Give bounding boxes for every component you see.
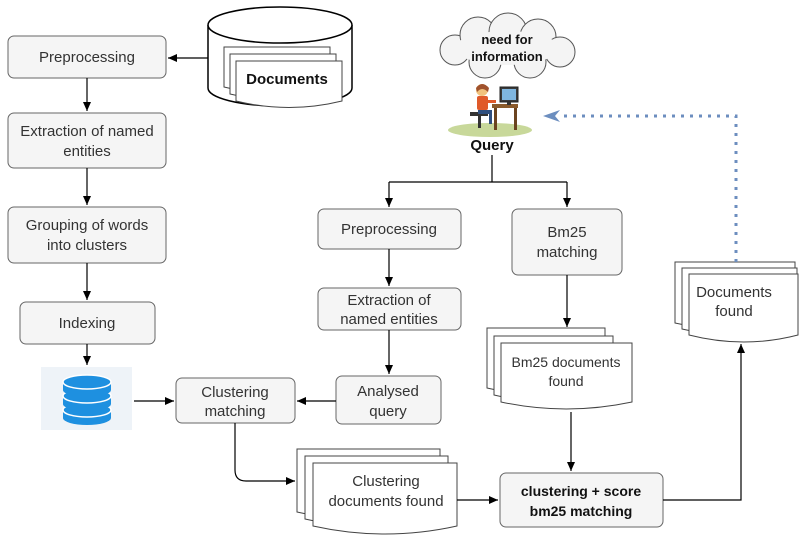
query-split-line <box>389 155 567 183</box>
bm25-matching-box <box>511 208 623 276</box>
database-stack-icon <box>41 367 132 430</box>
documents-found-line1: Documents <box>696 284 772 301</box>
combined-line1: clustering + score <box>521 483 641 499</box>
analysed-query-line2: query <box>369 403 407 420</box>
preprocessing-left-label: Preprocessing <box>39 49 135 66</box>
feedback-dotted-path <box>558 114 738 262</box>
connectors <box>83 54 745 504</box>
arrow-combined-to-documents-found <box>663 344 745 501</box>
bm25-matching-line1: Bm25 <box>547 224 586 241</box>
analysed-query-line1: Analysed <box>357 383 419 400</box>
preprocessing-middle-label: Preprocessing <box>341 221 437 238</box>
extraction-left-line1: Extraction of named <box>20 123 153 140</box>
documents-stack-icon <box>223 46 343 108</box>
extraction-left-line2: entities <box>63 143 111 160</box>
grouping-line2: into clusters <box>47 237 127 254</box>
grouping-box <box>7 206 167 264</box>
documents-found-line2: found <box>715 303 753 320</box>
arrow-clustering-matching-to-docs <box>234 423 295 485</box>
grouping-line1: Grouping of words <box>26 217 149 234</box>
information-need-cloud: need for information <box>439 12 576 79</box>
cloud-text-line1: need for <box>481 32 532 47</box>
storage-label: Documents <box>246 71 328 88</box>
indexing-label: Indexing <box>59 315 116 332</box>
bm25-documents-found-stack <box>486 327 633 410</box>
analysed-query-box <box>335 375 442 425</box>
extraction-middle-line1: Extraction of <box>347 292 431 309</box>
bm25-docs-line2: found <box>548 373 583 389</box>
documents-found-stack <box>674 261 799 343</box>
clustering-docs-line1: Clustering <box>352 473 420 490</box>
cloud-text-line2: information <box>471 49 543 64</box>
feedback-arrow-icon <box>543 110 560 122</box>
clustering-matching-line1: Clustering <box>201 384 269 401</box>
bm25-matching-line2: matching <box>537 244 598 261</box>
clustering-matching-line2: matching <box>205 403 266 420</box>
clustering-docs-line2: documents found <box>328 493 443 510</box>
bm25-docs-line1: Bm25 documents <box>512 354 621 370</box>
documents-storage: Documents <box>207 6 353 108</box>
clustering-documents-found-stack <box>296 448 458 535</box>
combined-line2: bm25 matching <box>530 503 633 519</box>
extraction-middle-line2: named entities <box>340 311 438 328</box>
query-label: Query <box>470 137 514 154</box>
cloud-icon <box>439 12 576 79</box>
person-at-computer-icon <box>448 84 532 137</box>
